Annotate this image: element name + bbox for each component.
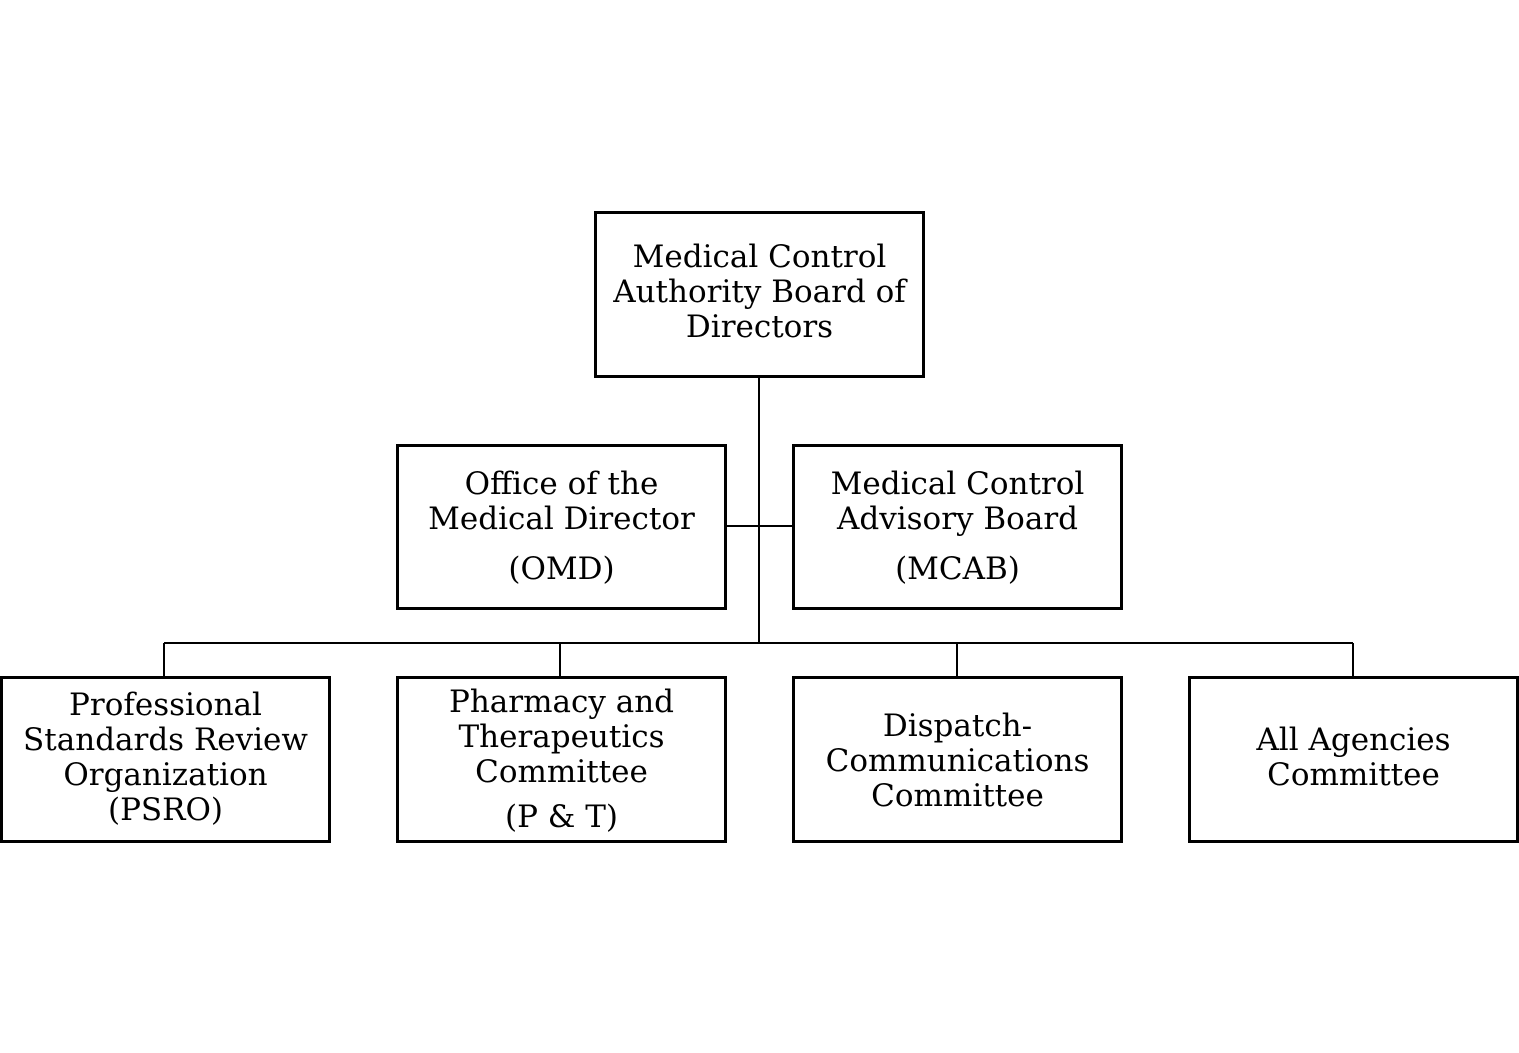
dcc-label-line: Dispatch- <box>882 708 1033 744</box>
board-label-line: Medical Control <box>632 239 887 275</box>
omd-abbreviation: (OMD) <box>508 551 615 587</box>
omd-label-line: Office of the <box>464 466 659 502</box>
office-of-medical-director-box: Office of the Medical Director (OMD) <box>396 444 727 610</box>
board-label-line: Authority Board of <box>613 274 906 310</box>
pt-label-line: Therapeutics <box>458 718 665 755</box>
omd-label-line: Medical Director <box>428 501 695 537</box>
pharmacy-therapeutics-committee-box: Pharmacy and Therapeutics Committee (P &… <box>396 676 727 843</box>
pt-abbreviation: (P & T) <box>504 798 619 835</box>
psro-label-line: Professional <box>69 686 262 723</box>
mcab-abbreviation: (MCAB) <box>895 551 1020 587</box>
mcab-label-line: Medical Control <box>830 466 1085 502</box>
aac-label-line: Committee <box>1267 756 1440 793</box>
psro-committee-box: Professional Standards Review Organizati… <box>0 676 331 843</box>
psro-label-line: Organization <box>63 756 268 793</box>
medical-control-advisory-board-box: Medical Control Advisory Board (MCAB) <box>792 444 1123 610</box>
board-label-line: Directors <box>685 309 834 345</box>
psro-label-line: Standards Review <box>23 721 308 758</box>
dispatch-communications-committee-box: Dispatch- Communications Committee <box>792 676 1123 843</box>
aac-label-line: All Agencies <box>1256 721 1451 758</box>
mcab-label-line: Advisory Board <box>836 501 1078 537</box>
all-agencies-committee-box: All Agencies Committee <box>1188 676 1519 843</box>
dcc-label-line: Communications <box>825 743 1090 779</box>
pt-label-line: Committee <box>475 753 648 790</box>
psro-abbreviation: (PSRO) <box>107 791 224 828</box>
board-of-directors-box: Medical Control Authority Board of Direc… <box>594 211 925 378</box>
pt-label-line: Pharmacy and <box>448 683 675 720</box>
dcc-label-line: Committee <box>871 778 1044 814</box>
